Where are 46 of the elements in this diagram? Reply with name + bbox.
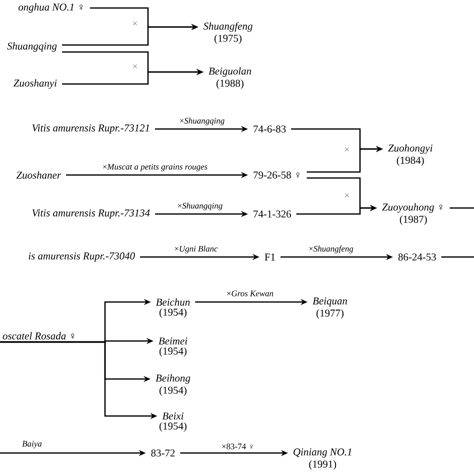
edge-label: ×Gros Kewan <box>227 290 274 296</box>
cultivar-label: Beiguolan <box>208 67 252 77</box>
year-label: (1984) <box>396 156 424 166</box>
year-label: (1954) <box>160 308 186 318</box>
cultivar-label: Zuohongyi <box>388 144 432 154</box>
cross-mark: × <box>344 147 350 152</box>
cultivar-label: is amurensis Rupr.-73040 <box>28 252 135 262</box>
cultivar-label: onghua NO.1 ♀ <box>18 3 83 13</box>
cross-mark: × <box>344 193 350 198</box>
cultivar-label: 86-24-53 <box>398 253 436 261</box>
year-label: (1954) <box>160 386 186 396</box>
edge-label: ×Muscat a petits grains rouges <box>103 164 208 172</box>
cultivar-label: Beixi <box>162 412 184 420</box>
year-label: (1977) <box>316 309 344 319</box>
cultivar-label: Zuoyouhong ♀ <box>382 203 442 213</box>
edge-label: ×83-74 ♀ <box>222 444 253 450</box>
year-label: (1987) <box>400 215 427 225</box>
cross-mark: × <box>132 64 138 68</box>
year-label: (1954) <box>160 347 186 357</box>
cultivar-label: Shuangqing <box>7 42 57 52</box>
cultivar-label: Beiquan <box>312 297 347 307</box>
cultivar-label: 79-26-58 ♀ <box>254 171 300 179</box>
cultivar-label: Vitis amurensis Rupr.-73134 <box>32 209 150 219</box>
edge-label: ×Shuangqing <box>180 118 224 126</box>
cultivar-label: Beihong <box>156 374 190 384</box>
year-label: (1975) <box>214 34 242 44</box>
cross-mark: × <box>132 21 138 26</box>
cultivar-label: Shuangfeng <box>203 22 252 32</box>
cultivar-label: Qiniang NO.1 <box>294 448 352 458</box>
year-label: (1954) <box>160 422 186 432</box>
cultivar-label: F1 <box>264 254 275 260</box>
edge-label: ×Shuangqing <box>178 202 222 210</box>
year-label: (1988) <box>216 79 244 89</box>
cultivar-label: Vitis amurensis Rupr.-73121 <box>32 124 149 134</box>
cultivar-label: Zuoshaner <box>16 171 62 179</box>
cultivar-label: 83-72 <box>151 449 175 457</box>
edge-label: Baiya <box>22 440 42 448</box>
cultivar-label: 74-6-83 <box>254 125 286 133</box>
cultivar-label: Beimei <box>158 338 188 345</box>
cultivar-label: Beichun <box>156 298 190 306</box>
cultivar-label: 74-1-326 <box>254 210 292 218</box>
edge-label: ×Ugni Blanc <box>174 246 218 254</box>
year-label: (1991) <box>309 460 336 470</box>
edge-label: ×Shuangfeng <box>309 246 354 254</box>
cultivar-label: oscatel Rosada ♀ <box>2 332 74 340</box>
cultivar-label: Zuoshanyi <box>14 79 57 89</box>
